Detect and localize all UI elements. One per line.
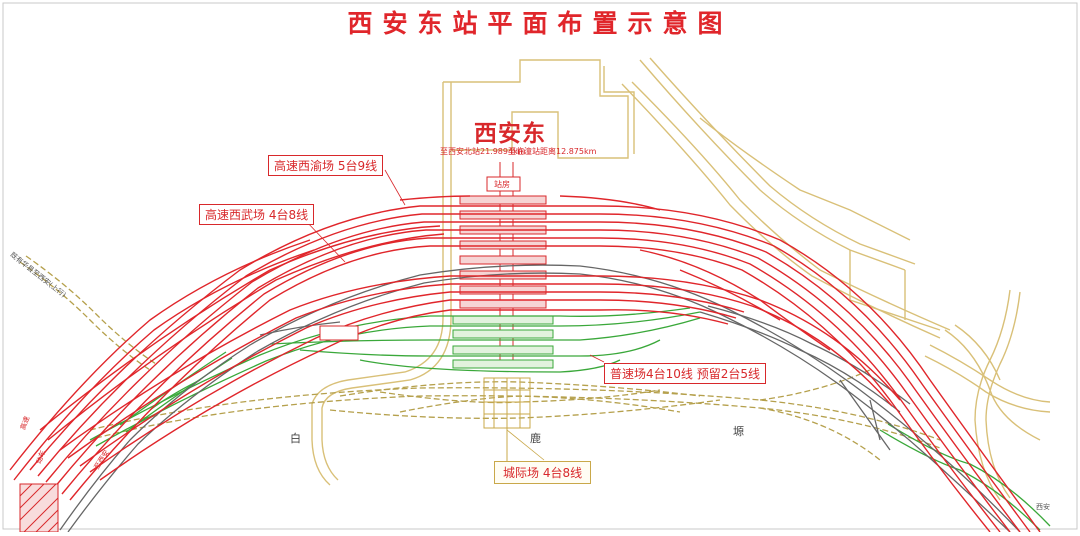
label-conventional-yard: 普速场4台10线 预留2台5线 xyxy=(604,363,766,384)
hatched-area xyxy=(19,483,59,533)
existing-railway xyxy=(59,264,1021,533)
station-building xyxy=(486,176,521,192)
place-char-1: 白 xyxy=(290,432,301,445)
place-char-2: 鹿 xyxy=(530,432,541,445)
label-xiwu-yard: 高速西武场 4台8线 xyxy=(199,204,315,225)
station-sub-left: 至西安北站21.9894km xyxy=(440,147,526,156)
city-roads xyxy=(311,57,1051,501)
label-xiyu-yard: 高速西渝场 5台9线 xyxy=(268,155,384,176)
station-name: 西安东 xyxy=(474,120,546,147)
high-speed-tracks xyxy=(9,195,1041,533)
high-speed-platforms xyxy=(459,195,547,309)
station-building-label: 站房 xyxy=(494,180,510,189)
intercity-platforms xyxy=(483,377,531,472)
place-char-3: 塬 xyxy=(733,425,744,438)
signal-box xyxy=(319,325,359,341)
diagram-title: 西安东站平面布置示意图 xyxy=(347,9,733,38)
conventional-tracks xyxy=(89,307,1051,531)
station-sub-right: 至临潼站距离12.875km xyxy=(508,147,597,156)
right-bottom-label: 西安 xyxy=(1036,503,1050,511)
label-leaders xyxy=(304,169,605,363)
label-intercity-yard: 城际场 4台8线 xyxy=(494,461,592,484)
chengji-leader xyxy=(506,429,545,461)
conventional-platforms xyxy=(452,315,554,369)
